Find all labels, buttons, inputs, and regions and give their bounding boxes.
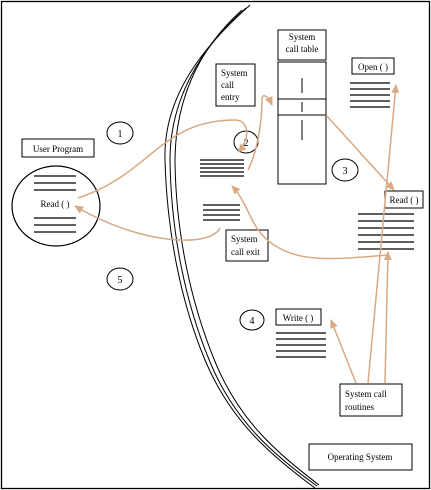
svg-text:System: System	[231, 234, 258, 244]
svg-text:call exit: call exit	[231, 247, 260, 257]
svg-text:3: 3	[343, 166, 348, 177]
user-program: User Program Read ( )	[11, 138, 101, 247]
svg-text:4: 4	[250, 316, 255, 327]
svg-text:Write ( ): Write ( )	[283, 313, 314, 323]
user-program-label: User Program	[33, 144, 83, 154]
arrow-routines-to-open	[367, 84, 400, 384]
flow-arrows	[74, 84, 400, 384]
user-code-lines-bottom	[34, 217, 76, 233]
open-box	[351, 57, 395, 75]
arrow-routines-to-read	[383, 251, 392, 384]
syscall-exit-lines	[203, 204, 240, 221]
user-code-lines-top	[34, 175, 76, 191]
svg-text:System call: System call	[345, 389, 387, 399]
svg-text:Open ( ): Open ( )	[358, 62, 388, 72]
syscall-exit-box	[225, 229, 269, 262]
arrow-read-to-exit	[231, 185, 389, 260]
syscall-entry-box	[215, 63, 256, 107]
svg-text:System: System	[221, 68, 248, 78]
write-box	[275, 308, 322, 326]
read-call-label: Read ( )	[41, 199, 70, 209]
user-program-circle	[11, 165, 101, 247]
svg-text:2: 2	[244, 138, 249, 149]
svg-text:Read ( ): Read ( )	[390, 195, 419, 205]
operating-system: Operating System	[308, 443, 413, 471]
operating-system-box	[308, 443, 413, 471]
arrow-exit-to-user	[74, 205, 221, 241]
svg-text:1: 1	[118, 129, 123, 140]
svg-text:call: call	[221, 80, 234, 90]
svg-text:entry: entry	[221, 92, 240, 102]
open-routine: Open ( )	[350, 57, 395, 108]
read-routine: Read ( )	[358, 190, 424, 250]
routines-box	[339, 383, 403, 417]
write-routine: Write ( )	[275, 308, 326, 358]
step-1: 1	[106, 121, 134, 145]
arrow-table-to-read	[325, 114, 395, 191]
kernel-boundary	[164, 4, 320, 489]
syscall-routines: System call routines	[339, 383, 403, 417]
user-program-box	[21, 138, 95, 158]
syscall-table-label-2: call table	[286, 44, 319, 54]
syscall-exit: System call exit	[203, 204, 269, 262]
svg-text:5: 5	[118, 275, 123, 286]
syscall-entry-lines	[200, 159, 244, 177]
svg-text:Operating System: Operating System	[328, 452, 393, 462]
arrow-routines-to-write	[330, 319, 357, 384]
arrow-user-to-entry	[77, 119, 248, 199]
syscall-entry: System call entry	[200, 63, 256, 177]
syscall-table-label-1: System	[289, 32, 316, 42]
syscall-table-title-box	[277, 29, 327, 61]
svg-text:routines: routines	[345, 402, 374, 412]
step-5: 5	[106, 267, 134, 291]
arrow-entry-to-table	[247, 94, 273, 171]
step-4: 4	[239, 309, 265, 331]
step-3: 3	[331, 158, 359, 182]
syscall-table: System call table	[277, 29, 327, 185]
